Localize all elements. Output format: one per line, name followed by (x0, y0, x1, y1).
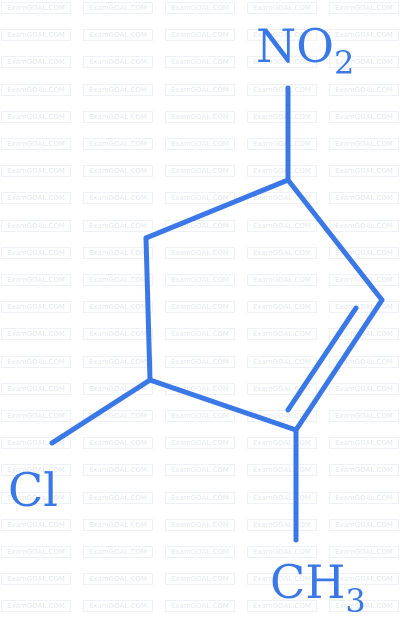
bond-c2-c3-double (285, 305, 359, 413)
bond-c3-c4 (147, 377, 299, 433)
bond-c4-chloro (49, 377, 153, 446)
bond-c1-c2 (285, 177, 385, 303)
bond-group (49, 85, 385, 543)
chloro-group-label: Cl (8, 463, 58, 517)
bond-c5-c1 (143, 177, 291, 241)
bond-c4-c5 (143, 235, 153, 383)
nitro-group-label: NO2 (256, 19, 354, 82)
methyl-group-label: CH3 (270, 555, 366, 620)
bond-c2-c3 (293, 297, 385, 433)
